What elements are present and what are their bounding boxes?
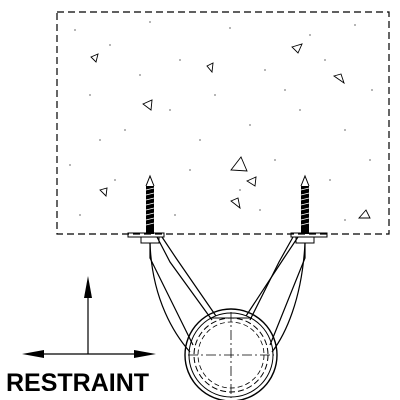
slab-stipple — [69, 21, 373, 221]
left-arrow-head-icon — [22, 350, 44, 358]
restraint-label: RESTRAINT — [6, 369, 150, 397]
slab-aggregate — [90, 43, 371, 219]
left-anchor-bolt — [127, 174, 165, 244]
up-arrow-head-icon — [84, 276, 92, 298]
hanger-strap — [149, 236, 306, 353]
restraint-arrows — [22, 276, 156, 358]
right-arrow-head-icon — [134, 350, 156, 358]
right-anchor-bolt — [290, 174, 328, 244]
concrete-slab — [56, 11, 390, 235]
pipe-clamp — [184, 308, 278, 400]
slab-outline — [56, 11, 390, 235]
